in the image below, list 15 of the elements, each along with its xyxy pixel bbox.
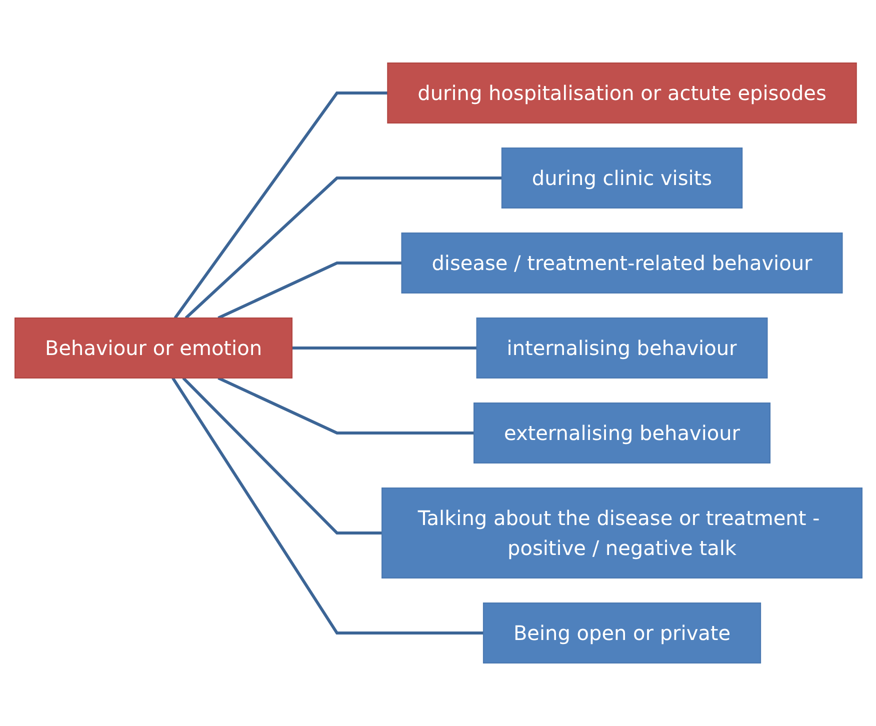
node-box: disease / treatment-related behaviour [400,232,842,294]
connector [173,92,388,319]
connector [184,176,502,320]
connector [217,262,402,320]
connector [292,346,476,350]
connector [171,377,483,634]
node-box: externalising behaviour [473,402,770,464]
node-box: internalising behaviour [476,318,768,378]
node-box: during clinic visits [500,148,742,208]
connector [182,376,382,534]
connector [217,376,474,434]
node-box: Being open or private [482,602,761,664]
node-box: Talking about the disease or treatment - positive / negative talk [381,488,862,578]
node-box: Behaviour or emotion [14,318,292,378]
node-box: during hospitalisation or actute episodes [386,62,856,124]
